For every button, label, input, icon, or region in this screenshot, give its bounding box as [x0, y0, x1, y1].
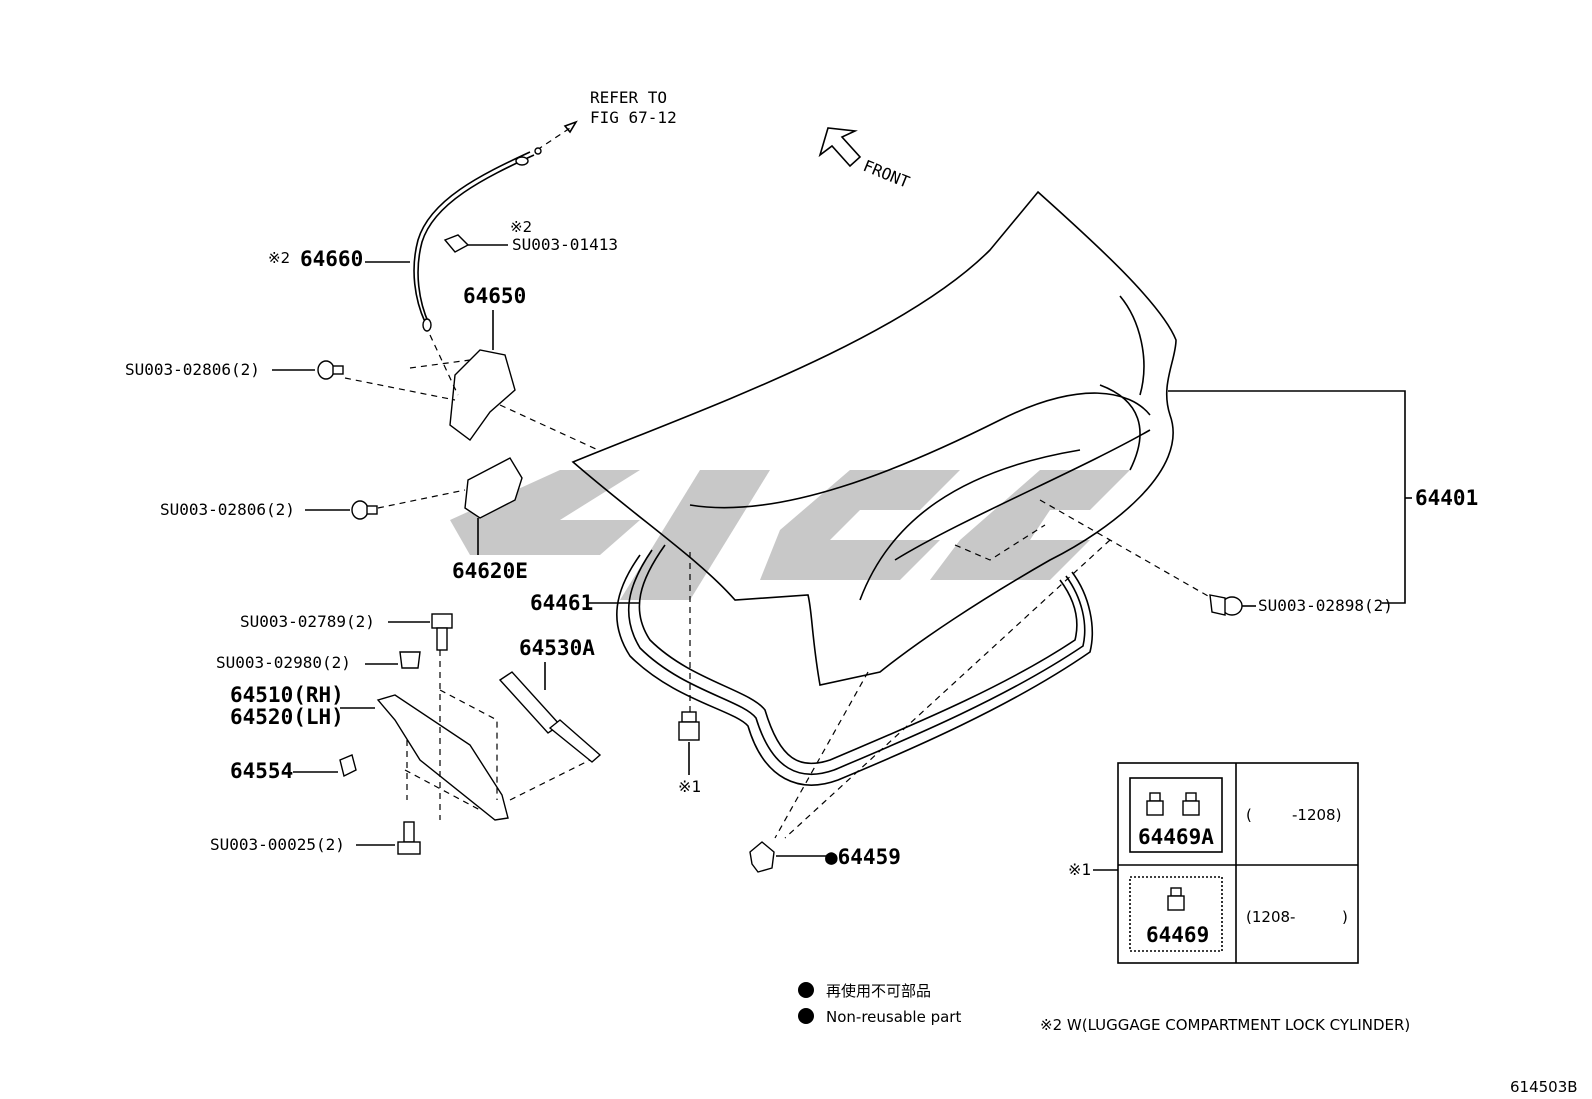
- part-64660-label: 64660: [300, 247, 363, 271]
- cushion-single-icon: [1167, 887, 1185, 911]
- part-su003-02806-b-label: SU003-02806(2): [160, 500, 295, 519]
- part-su003-02898-label: SU003-02898(2): [1258, 596, 1393, 615]
- watermark-logo: [450, 470, 1130, 600]
- cushion-pair-icon: [1146, 792, 1200, 816]
- part-64650-label: 64650: [463, 284, 526, 308]
- trunk-lid-drawing: [571, 190, 1177, 786]
- note-jp: 再使用不可部品: [826, 982, 931, 1000]
- table-part-64469: 64469: [1146, 923, 1209, 947]
- refer-arrow-icon: [563, 120, 578, 134]
- variant-table: [1117, 762, 1359, 964]
- clip-01413-drawing: [443, 234, 470, 253]
- figure-id: 614503B: [1510, 1078, 1578, 1096]
- table-range-1-from: (: [1246, 806, 1252, 824]
- bolt-02806-a-drawing: [317, 360, 344, 380]
- table-range-1-to: -1208): [1292, 806, 1341, 824]
- part-su003-02789-label: SU003-02789(2): [240, 612, 375, 631]
- stopper-64554-drawing: [339, 754, 357, 778]
- grommet-02898-drawing: [1209, 594, 1243, 616]
- table-range-2-from: (1208-: [1246, 908, 1295, 926]
- bumper-cushion-drawing: [678, 711, 700, 741]
- clip-02980-drawing: [399, 651, 421, 669]
- bolt-00025-drawing: [397, 821, 421, 855]
- table-range-2-to: ): [1342, 908, 1348, 926]
- bullet-icon: [798, 982, 814, 998]
- front-label: FRONT: [861, 156, 913, 192]
- refer-to-line1: REFER TO: [590, 88, 667, 107]
- part-64461-label: 64461: [530, 591, 593, 615]
- striker-drawing: [464, 457, 523, 519]
- part-su003-02980-label: SU003-02980(2): [216, 653, 351, 672]
- table-mark-label: ※1: [1068, 860, 1091, 879]
- cable-mark: ※2: [268, 249, 290, 267]
- bullet-icon: [798, 1008, 814, 1024]
- lock-assembly-drawing: [449, 349, 516, 441]
- hinge-drawing: [376, 694, 509, 821]
- part-64510-label: 64510(RH): [230, 683, 344, 707]
- front-arrow-icon: [818, 127, 862, 168]
- part-su003-01413-label: SU003-01413: [512, 235, 618, 254]
- refer-to-line2: FIG 67-12: [590, 108, 677, 127]
- hinge-bolt-02789-drawing: [431, 613, 453, 651]
- plug-64459-drawing: [749, 841, 775, 873]
- clip-01413-mark: ※2: [510, 218, 532, 236]
- release-cable-drawing: [413, 147, 542, 332]
- part-64554-label: 64554: [230, 759, 293, 783]
- bumper-mark-label: ※1: [678, 777, 701, 796]
- part-su003-02806-a-label: SU003-02806(2): [125, 360, 260, 379]
- part-64401-label: 64401: [1415, 486, 1478, 510]
- part-64459-label: ●64459: [825, 845, 901, 869]
- part-64620e-label: 64620E: [452, 559, 528, 583]
- footnote-2: ※2 W(LUGGAGE COMPARTMENT LOCK CYLINDER): [1040, 1016, 1410, 1034]
- bolt-02806-b-drawing: [351, 500, 378, 520]
- table-part-64469a: 64469A: [1138, 825, 1214, 849]
- part-su003-00025-label: SU003-00025(2): [210, 835, 345, 854]
- part-64530a-label: 64530A: [519, 636, 595, 660]
- note-en: Non-reusable part: [826, 1008, 961, 1026]
- part-64520-label: 64520(LH): [230, 705, 344, 729]
- gas-strut-drawing: [498, 671, 602, 763]
